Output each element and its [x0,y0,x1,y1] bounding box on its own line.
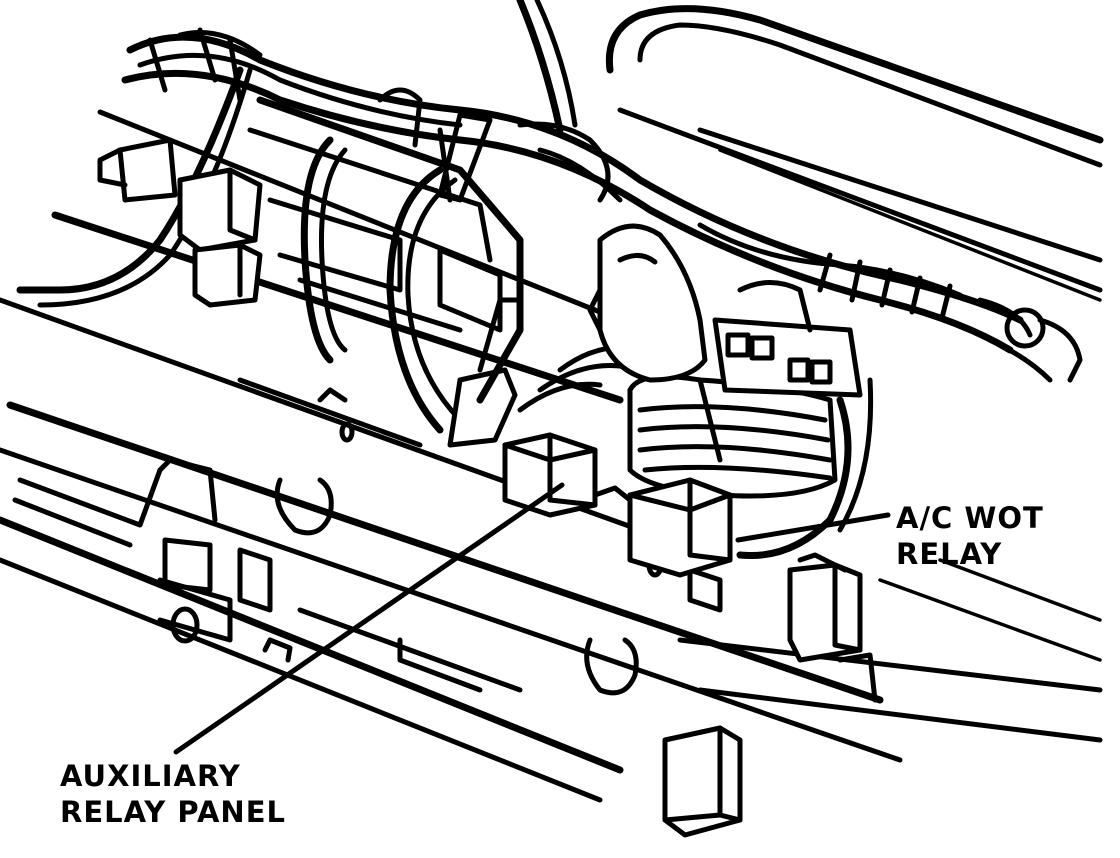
right-bracket [687,552,878,703]
wire-loops [16,0,643,434]
auxiliary-relay-panel-label: AUXILIARY RELAY PANEL [60,758,286,830]
coil-assembly [627,374,874,560]
body-panels [0,109,1103,803]
leader-lines [173,482,891,755]
auxiliary-relay-panel-label-line1: AUXILIARY [60,759,241,793]
auxiliary-relay-panel [502,432,733,578]
multi-pin-connector [712,280,863,398]
panel-tabs [157,421,664,696]
aux-leader [173,482,565,755]
mounting-bracket [587,223,708,383]
wiring-harness [121,27,1083,383]
module-housing [237,96,524,448]
windshield-frame [605,5,1104,302]
harness-connectors [97,137,523,448]
ac-wot-relay-label-line2: RELAY [896,537,1003,571]
lower-bracket [662,725,743,838]
ac-wot-relay-label-line1: A/C WOT [896,501,1044,535]
acwot-leader [735,512,891,543]
ac-wot-relay-label: A/C WOT RELAY [896,500,1044,572]
auxiliary-relay-panel-label-line2: RELAY PANEL [60,795,286,829]
